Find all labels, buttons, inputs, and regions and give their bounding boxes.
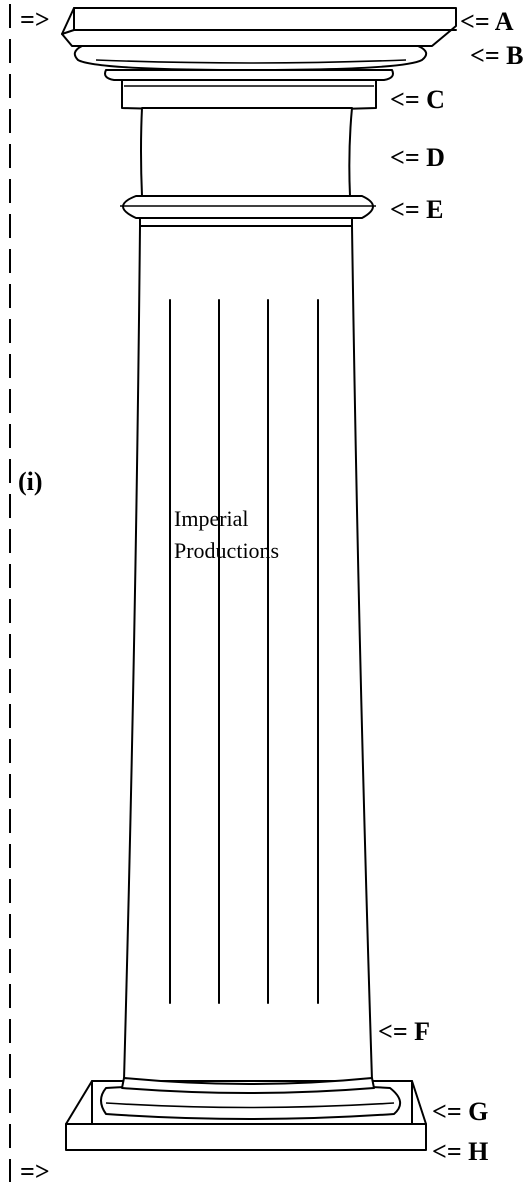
- label-g: <= G: [432, 1097, 488, 1126]
- column-shaft: [123, 225, 373, 1081]
- label-e: <= E: [390, 195, 443, 224]
- echinus-part-b: [73, 45, 428, 81]
- bottom-marker: =>: [20, 1157, 50, 1184]
- label-f: <= F: [378, 1017, 430, 1046]
- astragal-part-e: [120, 195, 376, 227]
- abacus-part-a: [61, 7, 457, 47]
- watermark-line-2: Productions: [174, 538, 279, 563]
- watermark-line-1: Imperial: [174, 506, 249, 531]
- label-c: <= C: [390, 85, 445, 114]
- neck-band-part-c: [121, 79, 377, 111]
- label-a: <= A: [460, 7, 514, 36]
- top-marker: =>: [20, 5, 50, 34]
- label-h: <= H: [432, 1137, 488, 1166]
- column-base: [65, 1077, 427, 1151]
- label-b: <= B: [470, 41, 523, 70]
- height-label: (i): [18, 467, 43, 496]
- necking-part-d: [140, 107, 353, 197]
- label-d: <= D: [390, 143, 445, 172]
